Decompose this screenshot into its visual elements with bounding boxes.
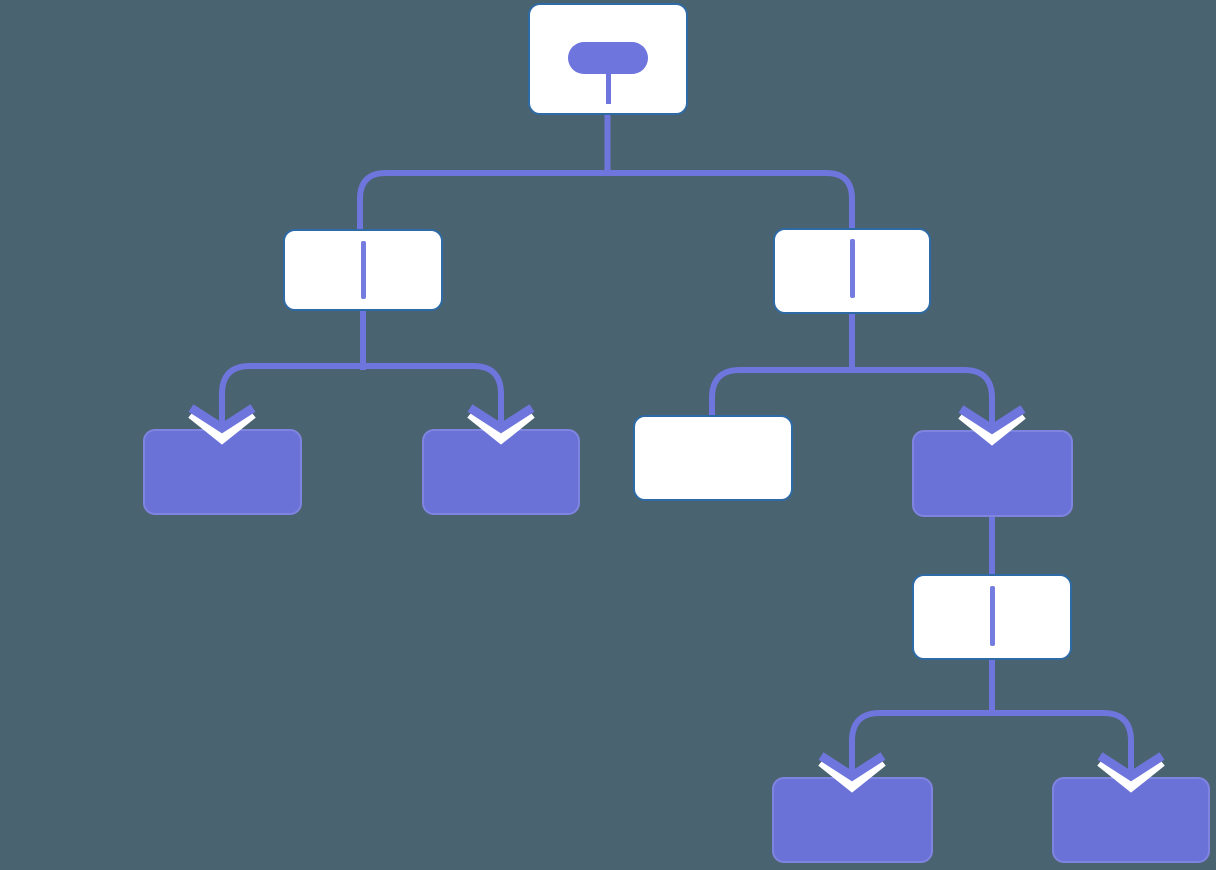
vertical-bar-placeholder bbox=[989, 586, 995, 646]
node-leaf-left-2[interactable] bbox=[422, 429, 580, 515]
node-child-right-white[interactable] bbox=[633, 415, 793, 501]
vertical-bar-placeholder bbox=[360, 241, 366, 299]
root-pill-stem bbox=[605, 74, 611, 104]
connector-left-branch-rail bbox=[219, 363, 504, 426]
node-child-right-purple[interactable] bbox=[912, 430, 1073, 517]
root-pill-placeholder bbox=[568, 42, 648, 74]
node-leaf-bottom-1[interactable] bbox=[772, 777, 933, 863]
node-branch-right[interactable] bbox=[773, 228, 931, 314]
node-root[interactable] bbox=[528, 3, 688, 115]
vertical-bar-placeholder bbox=[849, 239, 855, 298]
connector-root-rail bbox=[357, 170, 855, 231]
node-leaf-left-1[interactable] bbox=[143, 429, 302, 515]
connector-bottom-rail bbox=[849, 710, 1134, 774]
node-branch-bottom[interactable] bbox=[912, 574, 1072, 660]
node-leaf-bottom-2[interactable] bbox=[1052, 777, 1210, 863]
node-branch-left[interactable] bbox=[283, 229, 443, 311]
